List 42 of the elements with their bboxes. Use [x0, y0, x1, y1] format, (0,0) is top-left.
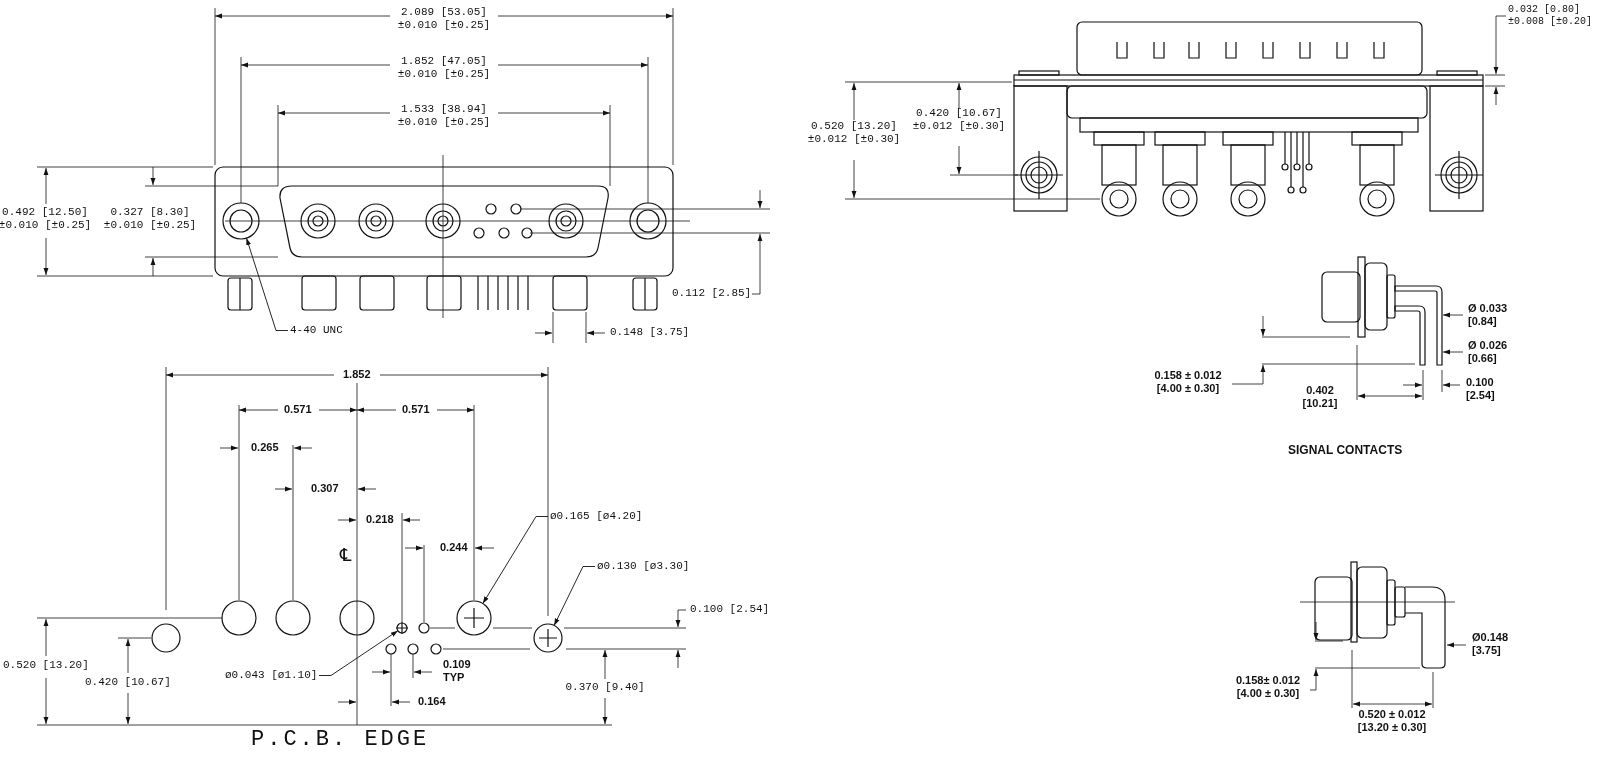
- centerline-symbol: ℄: [340, 544, 352, 566]
- dimension-text: 0.492 [12.50] ±0.010 [±0.25]: [0, 206, 93, 233]
- dimension-text: 0.158 ± 0.012 [4.00 ± 0.30]: [1153, 369, 1223, 396]
- dimension-text: 0.520 [13.20] ±0.012 [±0.30]: [806, 120, 902, 147]
- dimension-text: 0.307: [311, 482, 339, 496]
- dimension-text: 0.148 [3.75]: [610, 326, 690, 340]
- dimension-text: 0.571: [284, 403, 312, 417]
- dimension-text: 0.218: [366, 513, 394, 527]
- dimension-text: 2.089 [53.05] ±0.010 [±0.25]: [396, 6, 492, 33]
- dimension-text: 0.158± 0.012 [4.00 ± 0.30]: [1234, 674, 1302, 701]
- callout-text: 4-40 UNC: [290, 324, 343, 338]
- dimension-text: 0.327 [8.30] ±0.010 [±0.25]: [102, 206, 198, 233]
- dimension-text: 0.370 [9.40]: [565, 681, 645, 695]
- dimension-text: 0.265: [251, 441, 279, 455]
- contact-hole: [456, 600, 492, 636]
- dimension-text: 0.520 [13.20]: [3, 659, 89, 673]
- callout-text: ø0.043 [ø1.10]: [225, 669, 318, 683]
- board-edge-label: P.C.B. EDGE: [251, 727, 430, 754]
- dimension-text: 0.100 [2.54]: [690, 603, 770, 617]
- dimension-text: 0.420 [10.67]: [85, 676, 171, 690]
- dimension-text: 0.112 [2.85]: [672, 287, 752, 301]
- dimension-text: 0.402 [10.21]: [1301, 384, 1339, 411]
- dimension-text: 1.852: [343, 368, 371, 382]
- dimension-text: Ø 0.026 [0.66]: [1468, 339, 1509, 366]
- dimension-text: 0.164: [418, 695, 446, 709]
- dimension-text: 0.032 [0.80] ±0.008 [±0.20]: [1508, 4, 1593, 28]
- callout-text: ø0.165 [ø4.20]: [550, 510, 643, 524]
- dimension-text: 0.420 [10.67] ±0.012 [±0.30]: [911, 107, 1007, 134]
- dimension-text: 1.533 [38.94] ±0.010 [±0.25]: [396, 103, 492, 130]
- dimension-text: 0.109 TYP: [443, 658, 472, 685]
- mounting-hole: [222, 202, 260, 240]
- pin-hole: [396, 622, 408, 634]
- dimension-text: 1.852 [47.05] ±0.010 [±0.25]: [396, 55, 492, 82]
- dimension-text: 0.244: [440, 541, 468, 555]
- dimension-text: 0.520 ± 0.012 [13.20 ± 0.30]: [1356, 708, 1428, 735]
- view-title: SIGNAL CONTACTS: [1288, 443, 1403, 458]
- contact-hole: [533, 623, 563, 653]
- callout-text: ø0.130 [ø3.30]: [597, 560, 690, 574]
- dimension-text: 0.100 [2.54]: [1466, 376, 1496, 403]
- dimension-text: 0.571: [402, 403, 430, 417]
- dimension-text: Ø 0.033 [0.84]: [1468, 302, 1509, 329]
- dimension-text: Ø0.148 [3.75]: [1472, 631, 1510, 658]
